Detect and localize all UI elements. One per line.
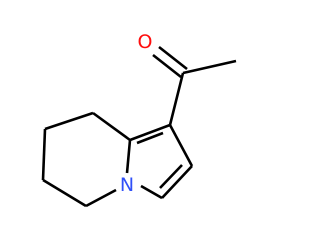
atom-label-nitrogen: N — [120, 174, 134, 196]
molecule-structure: O N — [41, 31, 237, 208]
atom-label-group: O N — [120, 31, 153, 196]
bond-c1-c2 — [168, 124, 194, 167]
bond-carbonyl-methyl — [182, 59, 237, 75]
bond-c5-n — [85, 188, 117, 208]
bond-c8-c7 — [44, 111, 94, 131]
bond-carbonyl-double-a — [158, 45, 188, 71]
bond-c6-c5 — [42, 178, 87, 208]
bond-c1-c8a-double — [129, 123, 171, 142]
bond-carbonyl-double-b — [152, 53, 182, 79]
atom-label-oxygen: O — [138, 31, 153, 53]
bond-n-c8a — [125, 139, 132, 174]
bond-c1-c8a-inner — [136, 131, 164, 145]
bond-c3-n — [140, 184, 163, 200]
bond-group — [41, 45, 237, 208]
bond-c8a-c8 — [92, 111, 131, 142]
bond-carbonyl-ring — [168, 72, 185, 126]
bond-c2-c3-inner — [159, 164, 183, 189]
bond-c2-c3-double — [161, 165, 193, 199]
bond-c7-c6 — [41, 128, 47, 181]
